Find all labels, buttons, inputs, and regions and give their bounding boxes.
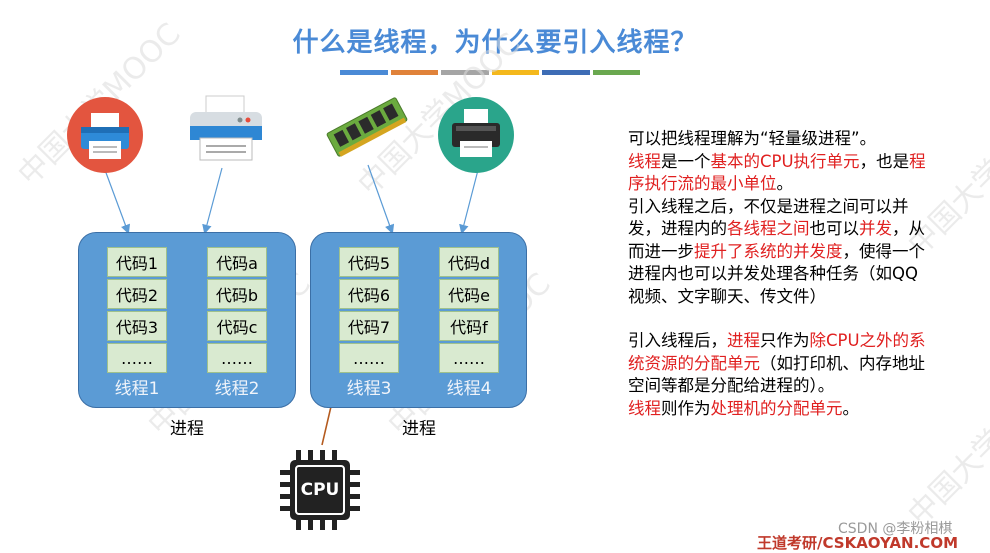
code-cell: 代码d bbox=[439, 247, 499, 277]
text: 也可以 bbox=[809, 219, 860, 238]
explanation-text: 可以把线程理解为“轻量级进程”。 线程是一个基本的CPU执行单元，也是程序执行流… bbox=[628, 128, 928, 420]
text-red: 基本的CPU执行单元 bbox=[710, 151, 860, 171]
text: ，从而进一步 bbox=[628, 219, 925, 261]
code-cell: …… bbox=[339, 343, 399, 373]
thread-label: 线程4 bbox=[446, 379, 492, 399]
text-red: 进程 bbox=[727, 331, 760, 350]
para-lightweight: 可以把线程理解为“轻量级进程”。 bbox=[628, 129, 877, 148]
code-cell: …… bbox=[107, 343, 167, 373]
text: 引入线程后， bbox=[628, 331, 727, 350]
cpu-label: CPU bbox=[300, 480, 340, 500]
underline-bar-darkblue bbox=[542, 70, 590, 75]
code-cell: 代码5 bbox=[339, 247, 399, 277]
text-red: 除CPU之外的系统资源的分配单元 bbox=[628, 331, 926, 373]
thread-label: 线程3 bbox=[346, 379, 392, 399]
thread-label: 线程2 bbox=[214, 379, 260, 399]
text-red: 各线程之间 bbox=[727, 219, 810, 238]
code-cell: 代码2 bbox=[107, 279, 167, 309]
thread-column-3: 代码5 代码6 代码7 …… bbox=[339, 247, 399, 375]
text-red: 提升了系统的并发度 bbox=[694, 241, 843, 261]
underline-bar-green bbox=[592, 70, 640, 75]
thread-column-4: 代码d 代码e 代码f …… bbox=[439, 247, 499, 375]
title-underline-bars bbox=[340, 70, 640, 75]
slide-title: 什么是线程，为什么要引入线程？ bbox=[292, 28, 698, 58]
para-thread-scheduling: 线程则作为处理机的分配单元。 bbox=[628, 398, 928, 421]
arrow-memory bbox=[367, 164, 395, 235]
code-cell: 代码c bbox=[207, 311, 267, 341]
code-cell: 代码f bbox=[439, 311, 499, 341]
text-red: 并发 bbox=[859, 219, 892, 238]
para-process-resource: 引入线程后，进程只作为除CPU之外的系统资源的分配单元（如打印机、内存地址空间等… bbox=[628, 330, 928, 398]
spacer bbox=[628, 308, 928, 330]
thread-label: 线程1 bbox=[114, 379, 160, 399]
process-label: 进程 bbox=[170, 419, 204, 439]
text-red: 程序执行流的最小单位 bbox=[628, 151, 926, 194]
arrow-printer2 bbox=[202, 167, 223, 235]
arrow-printer1 bbox=[104, 169, 130, 235]
code-cell: 代码a bbox=[207, 247, 267, 277]
code-cell: 代码e bbox=[439, 279, 499, 309]
text: ，使得一个进程内也可以并发处理各种任务（如QQ视频、文字聊天、传文件） bbox=[628, 241, 925, 306]
code-cell: …… bbox=[439, 343, 499, 373]
text: 是一个 bbox=[661, 151, 711, 171]
csdn-watermark: CSDN @李粉相棋 bbox=[838, 521, 953, 537]
text-red: 线程 bbox=[628, 151, 661, 171]
thread-column-2: 代码a 代码b 代码c …… bbox=[207, 247, 267, 375]
text-red: 线程 bbox=[628, 398, 661, 418]
underline-bar-yellow bbox=[491, 70, 539, 75]
para-thread-definition: 线程是一个基本的CPU执行单元，也是程序执行流的最小单位。 bbox=[628, 151, 928, 196]
code-cell: 代码7 bbox=[339, 311, 399, 341]
text: 引入线程之后，不仅是进程之间可以并发，进程内的 bbox=[628, 196, 909, 239]
para-concurrency: 引入线程之后，不仅是进程之间可以并发，进程内的各线程之间也可以并发，从而进一步提… bbox=[628, 196, 928, 309]
code-cell: 代码3 bbox=[107, 311, 167, 341]
underline-bar-blue bbox=[340, 70, 388, 75]
text: 。 bbox=[776, 174, 794, 193]
printer-gray-icon bbox=[186, 92, 266, 168]
code-cell: 代码1 bbox=[107, 247, 167, 277]
arrow-scanner bbox=[459, 169, 479, 235]
code-cell: …… bbox=[207, 343, 267, 373]
code-cell: 代码b bbox=[207, 279, 267, 309]
text-red: 处理机的分配单元 bbox=[710, 398, 843, 418]
underline-bar-orange bbox=[390, 70, 438, 75]
underline-bar-gray bbox=[441, 70, 489, 75]
text: ，也是 bbox=[859, 151, 910, 171]
text: 则作为 bbox=[661, 398, 711, 418]
process-label: 进程 bbox=[402, 419, 436, 439]
code-cell: 代码6 bbox=[339, 279, 399, 309]
memory-chip-icon bbox=[322, 92, 412, 166]
thread-column-1: 代码1 代码2 代码3 …… bbox=[107, 247, 167, 375]
cpu-chip-icon: CPU bbox=[278, 448, 362, 536]
text: （如打印机、内存地址空间等都是分配给进程的）。 bbox=[628, 353, 925, 396]
printer-red-icon bbox=[65, 95, 145, 179]
footer-brand: 王道考研/CSKAOYAN.COM bbox=[757, 534, 958, 552]
scanner-printer-icon bbox=[436, 95, 516, 179]
text: 只作为 bbox=[760, 331, 810, 350]
text: 。 bbox=[842, 398, 860, 418]
